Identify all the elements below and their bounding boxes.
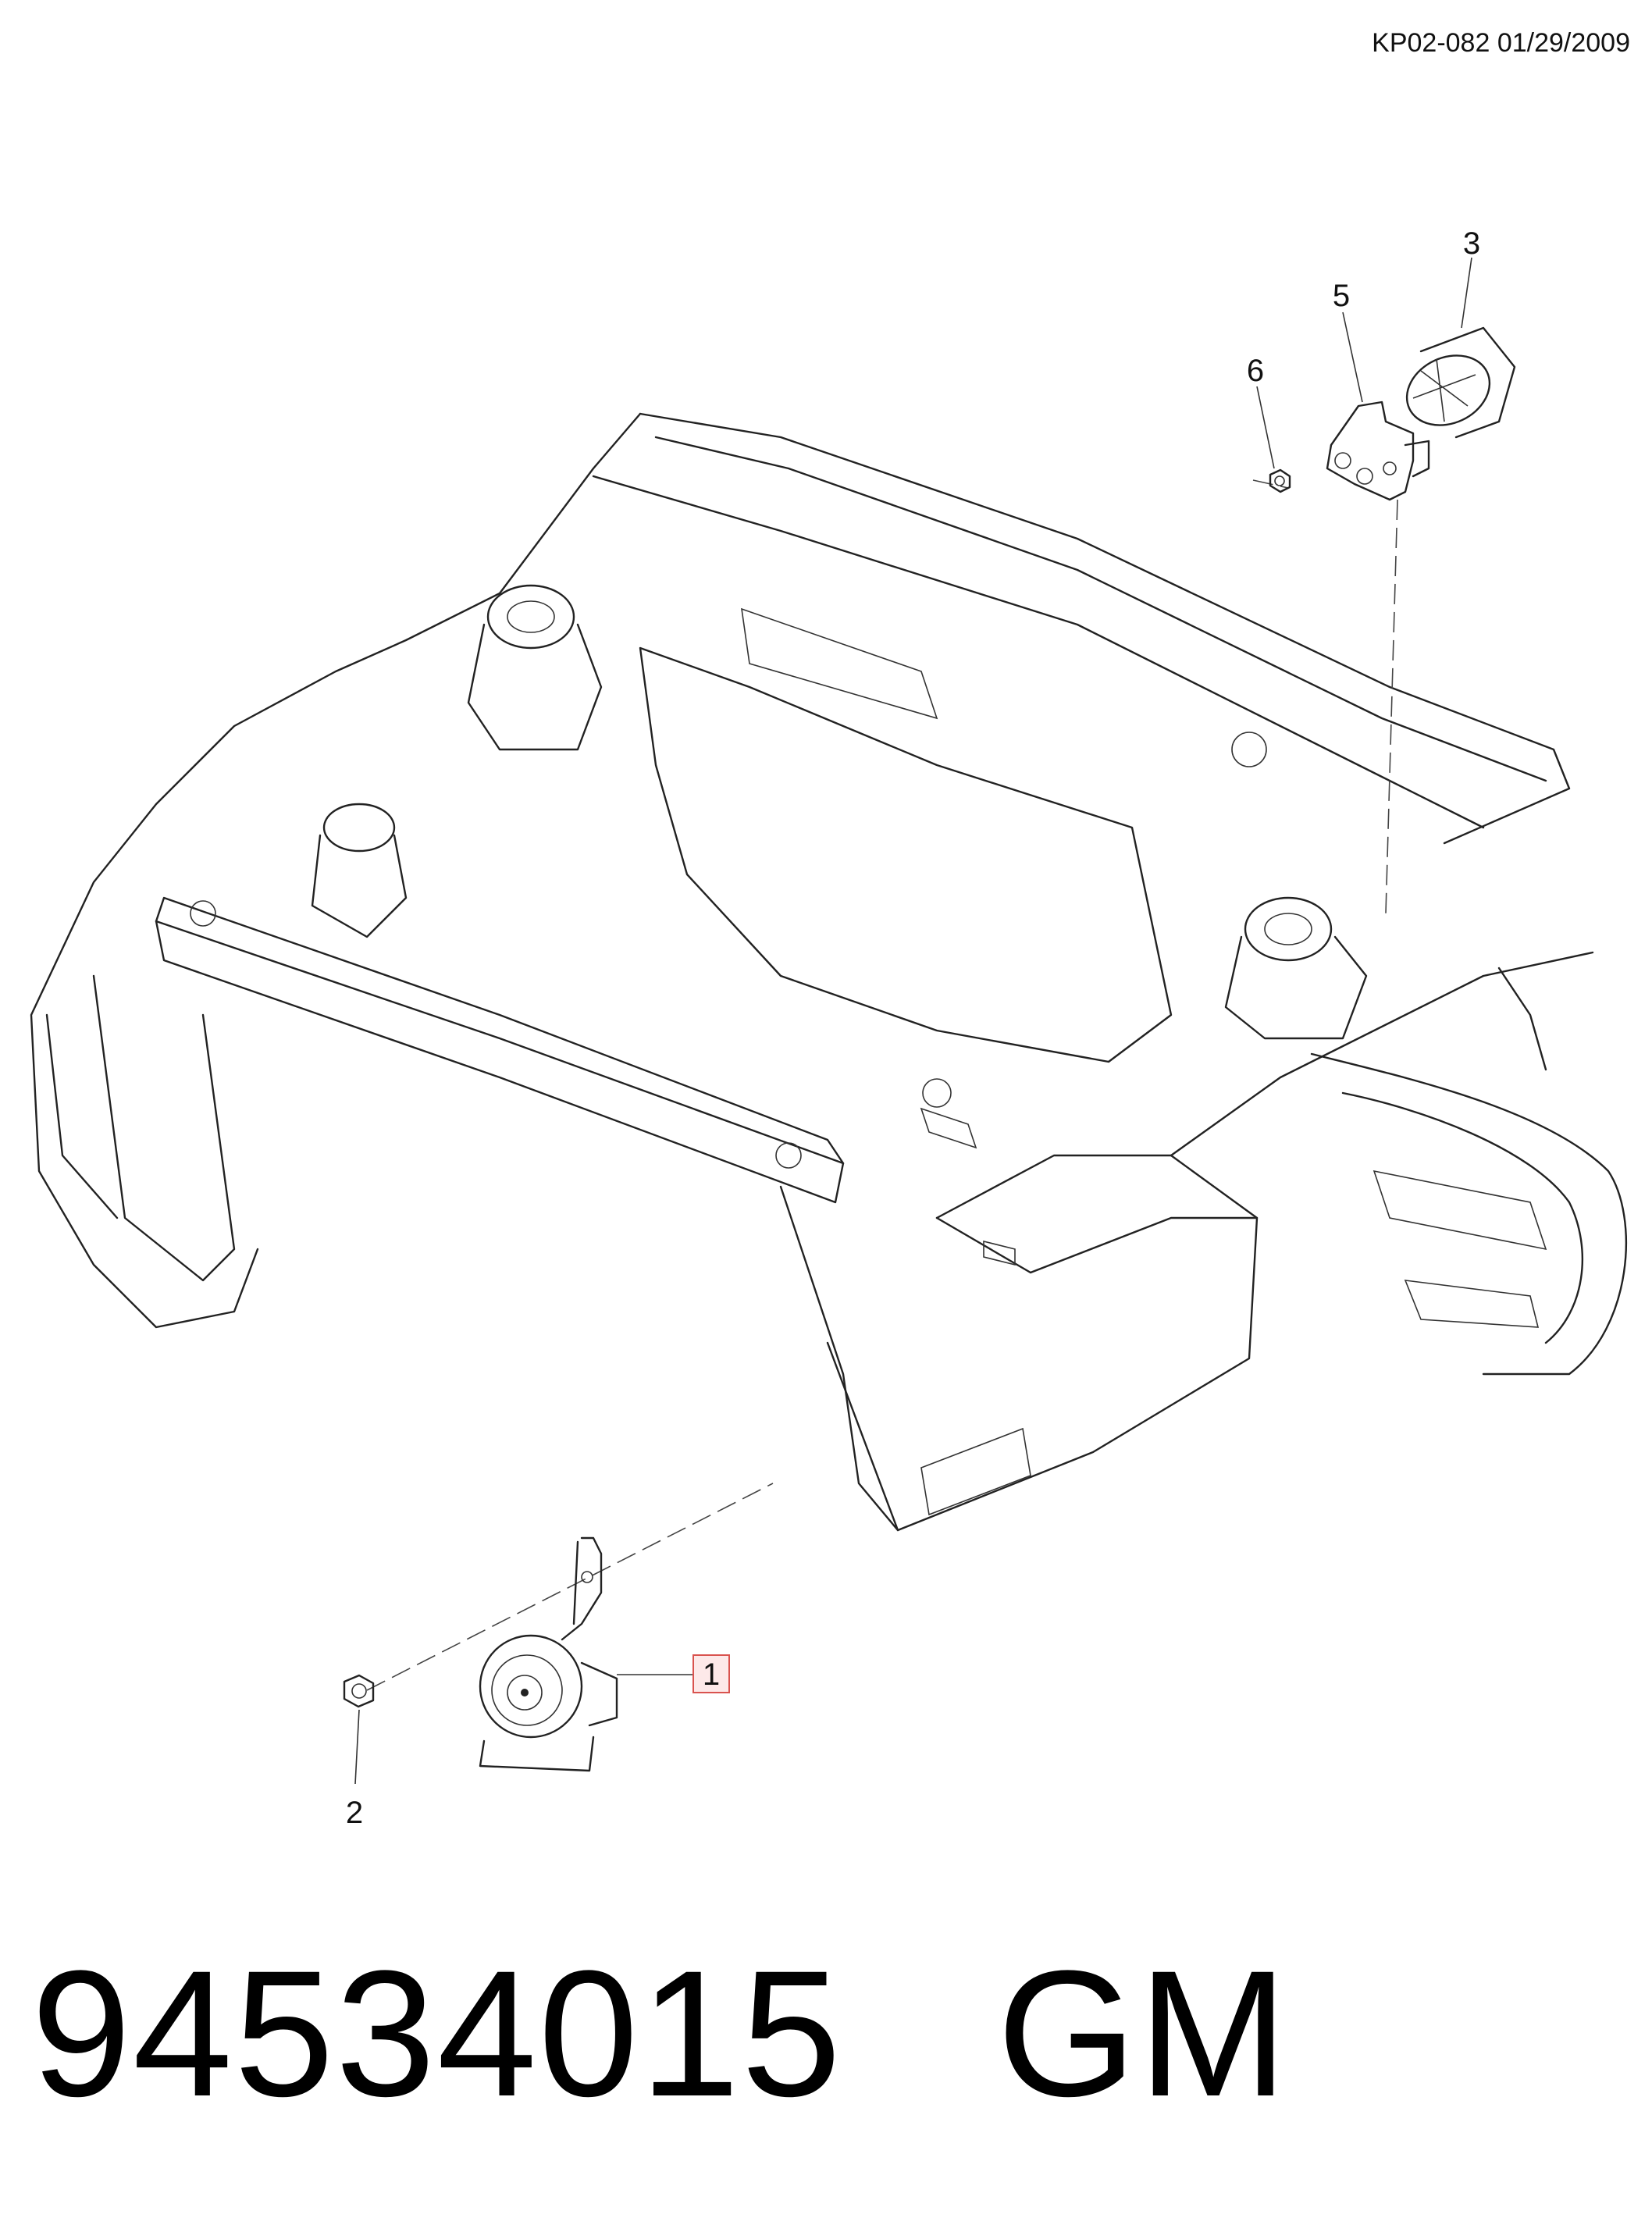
callout-1[interactable]: 1 [703,1657,720,1692]
assembly-line-bracket [1385,499,1398,914]
assembly-line-horn [366,1483,774,1691]
nut-icon[interactable] [343,1674,375,1785]
bracket-icon[interactable] [1326,312,1430,501]
nut-icon[interactable] [1256,386,1291,493]
callout-1-highlight [692,1654,730,1693]
callout-3[interactable]: 3 [1463,226,1480,261]
callout-6[interactable]: 6 [1247,354,1264,388]
bushing-icon[interactable] [1395,257,1516,439]
reference-code: KP02-082 01/29/2009 [1372,28,1630,58]
callout-2[interactable]: 2 [346,1796,363,1830]
horn-icon[interactable] [479,1536,618,1772]
part-number-title: 94534015 GM [31,1933,1290,2134]
callout-5[interactable]: 5 [1333,279,1350,313]
vehicle-front-structure-icon [30,412,1628,1532]
